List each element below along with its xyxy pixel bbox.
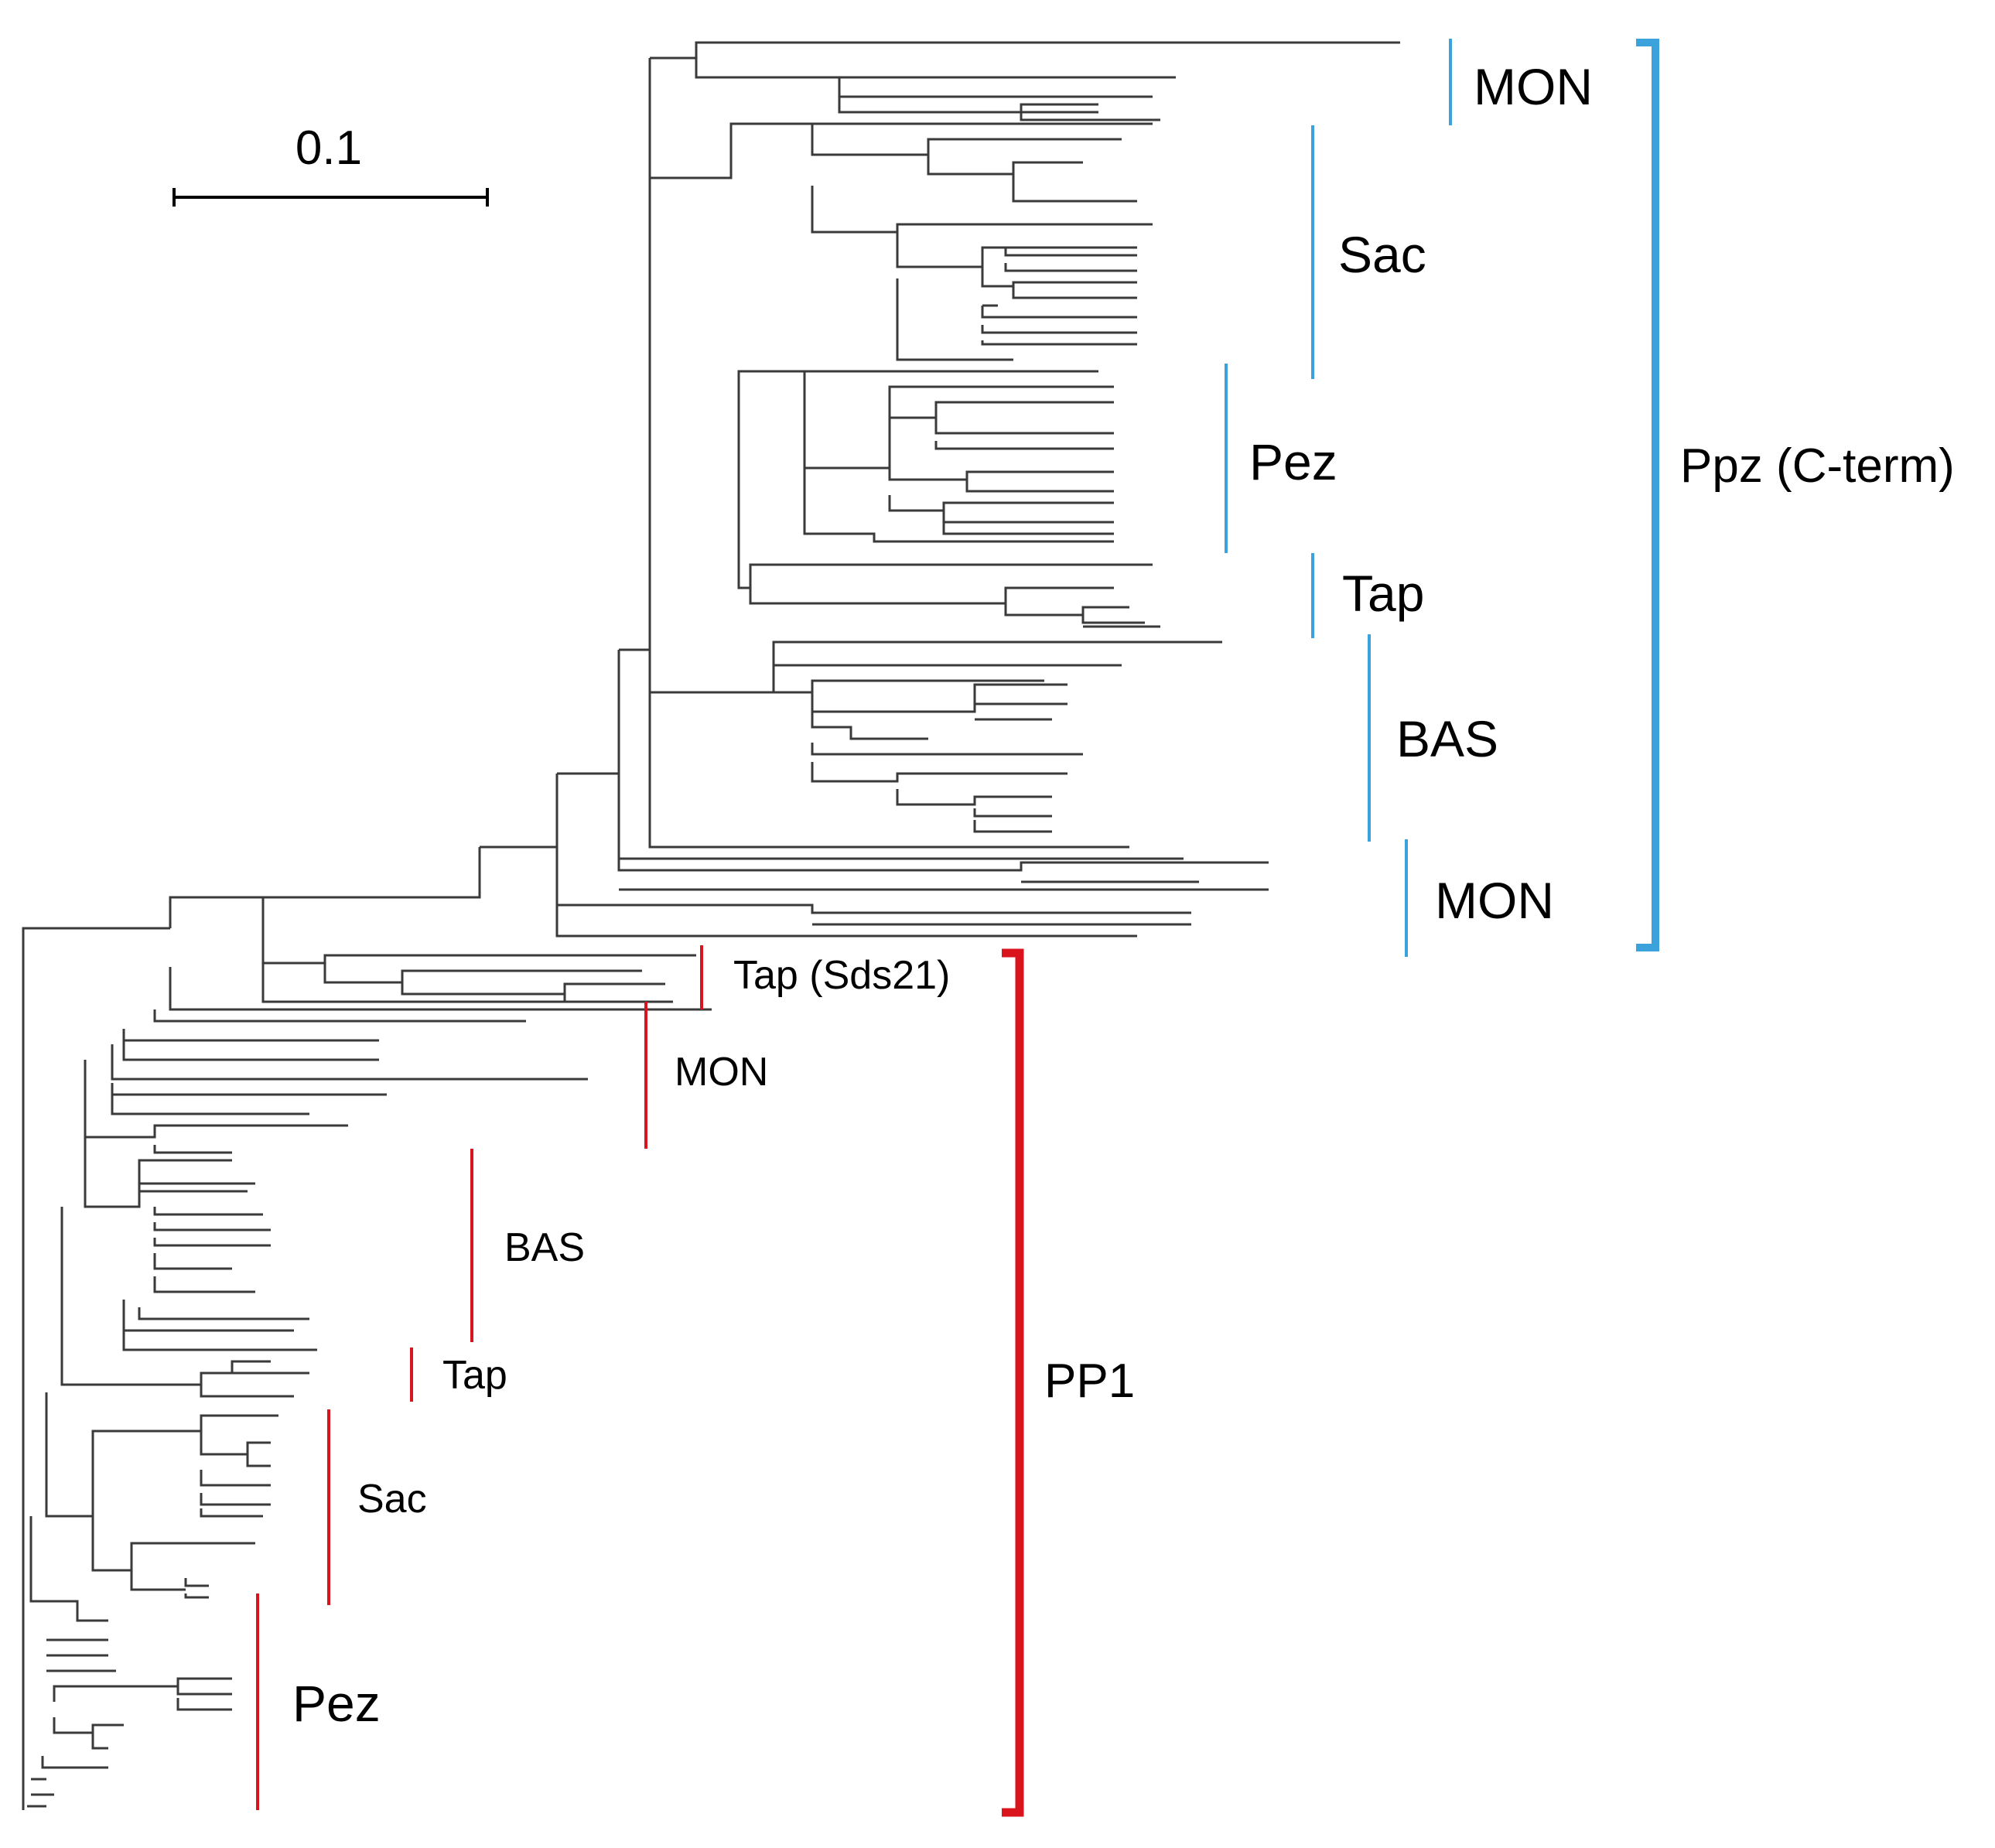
pp1-clade-markers — [256, 945, 703, 1810]
scale-bar: 0.1 — [173, 121, 489, 207]
ppz-clade-label-mon-top: MON — [1474, 58, 1593, 115]
ppz-clade-label-bas: BAS — [1396, 710, 1498, 767]
ppz-clade-label-pez: Pez — [1249, 433, 1337, 490]
ppz-clade-label-sac: Sac — [1338, 226, 1426, 283]
pp1-group-bracket — [1002, 948, 1024, 1817]
ppz-clade-markers — [1225, 39, 1452, 957]
pp1-clade-label-tap: Tap — [442, 1353, 507, 1398]
pp1-clade-label-tap-sds21: Tap (Sds21) — [733, 953, 950, 998]
pp1-clade-label-bas: BAS — [504, 1225, 585, 1270]
pp1-group-label: PP1 — [1044, 1354, 1135, 1408]
pp1-clade-label-sac: Sac — [357, 1477, 427, 1522]
pp1-clade-label-pez: Pez — [292, 1675, 381, 1732]
pp1-clade-label-mon: MON — [675, 1050, 768, 1095]
ppz-group-bracket — [1636, 39, 1659, 951]
ppz-group-label: Ppz (C-term) — [1680, 439, 1955, 493]
ppz-clade-label-mon-bottom: MON — [1435, 872, 1554, 929]
scale-bar-label: 0.1 — [295, 121, 362, 175]
tree-branches — [22, 41, 1400, 1810]
ppz-clade-label-tap: Tap — [1342, 565, 1424, 622]
